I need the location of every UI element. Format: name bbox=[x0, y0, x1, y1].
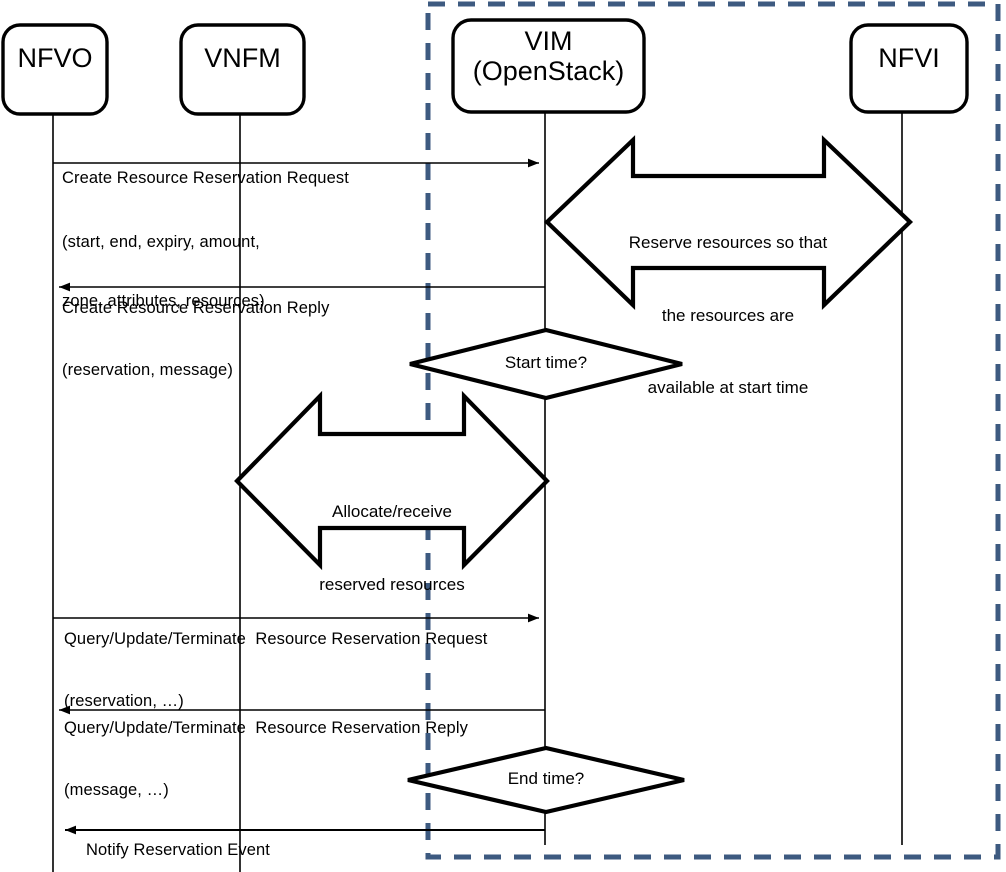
actor-name-vim: VIM bbox=[524, 26, 573, 56]
actor-box-vim[interactable] bbox=[451, 18, 646, 114]
message-line-3: zone, attributes, resources) bbox=[62, 291, 265, 310]
decision-diamond-start-time bbox=[409, 327, 683, 401]
message-line-1: Create Resource Reservation Request bbox=[62, 168, 349, 187]
block-arrow-label-allocate-receive: Allocate/receive reserved resources bbox=[272, 452, 512, 645]
message-line-2: (start, end, expiry, amount, bbox=[62, 233, 260, 252]
message-label-create-reply: Create Resource Reservation Reply (reser… bbox=[62, 264, 329, 416]
vim-nfvi-boundary-box bbox=[425, 1, 1001, 860]
actor-label-nfvi: NFVI bbox=[851, 43, 967, 73]
message-line-1: Notify Reservation Event bbox=[86, 840, 270, 859]
actor-sublabel-vim: (OpenStack) bbox=[472, 56, 625, 87]
actor-label-vim: VIM (OpenStack) bbox=[453, 26, 644, 87]
actor-name-nfvo: NFVO bbox=[17, 43, 93, 73]
block-arrow-line-1: Reserve resources so that bbox=[628, 233, 828, 253]
actor-name-vnfm: VNFM bbox=[204, 43, 281, 73]
block-arrow-allocate-receive bbox=[234, 390, 550, 571]
message-label-query-reply: Query/Update/Terminate Resource Reservat… bbox=[64, 684, 468, 836]
actor-label-nfvo: NFVO bbox=[3, 43, 107, 73]
block-arrow-line-2: reserved resources bbox=[319, 574, 465, 594]
message-line-2: (message, …) bbox=[64, 781, 169, 800]
actor-name-nfvi: NFVI bbox=[878, 43, 940, 73]
block-arrow-line-3: available at start time bbox=[647, 378, 809, 397]
message-label-query-request: Query/Update/Terminate Resource Reservat… bbox=[64, 595, 487, 747]
decision-diamond-end-time bbox=[407, 745, 685, 815]
message-line-2: (reservation, …) bbox=[64, 692, 184, 711]
message-line-2: (reservation, message) bbox=[62, 361, 233, 380]
block-arrow-reserve-resources bbox=[543, 135, 914, 310]
message-line-1: Create Resource Reservation Reply bbox=[62, 298, 330, 317]
actor-label-vnfm: VNFM bbox=[181, 43, 304, 73]
message-label-notify-event: Notify Reservation Event (reservation, n… bbox=[86, 806, 324, 872]
actor-box-vnfm[interactable] bbox=[179, 23, 306, 116]
actor-box-nfvi[interactable] bbox=[849, 23, 969, 114]
block-arrow-line-1: Allocate/receive bbox=[331, 502, 452, 522]
decision-label-end-time: End time? bbox=[507, 769, 585, 788]
actor-box-nfvo[interactable] bbox=[1, 23, 109, 116]
block-arrow-line-2: the resources are bbox=[661, 305, 795, 325]
decision-label-start-time: Start time? bbox=[504, 353, 588, 372]
block-arrow-label-reserve-resources: Reserve resources so that the resources … bbox=[578, 183, 878, 448]
message-line-1: Query/Update/Terminate Resource Reservat… bbox=[64, 629, 488, 648]
message-line-1: Query/Update/Terminate Resource Reservat… bbox=[64, 718, 468, 737]
message-label-create-request: Create Resource Reservation Request (sta… bbox=[62, 134, 349, 346]
